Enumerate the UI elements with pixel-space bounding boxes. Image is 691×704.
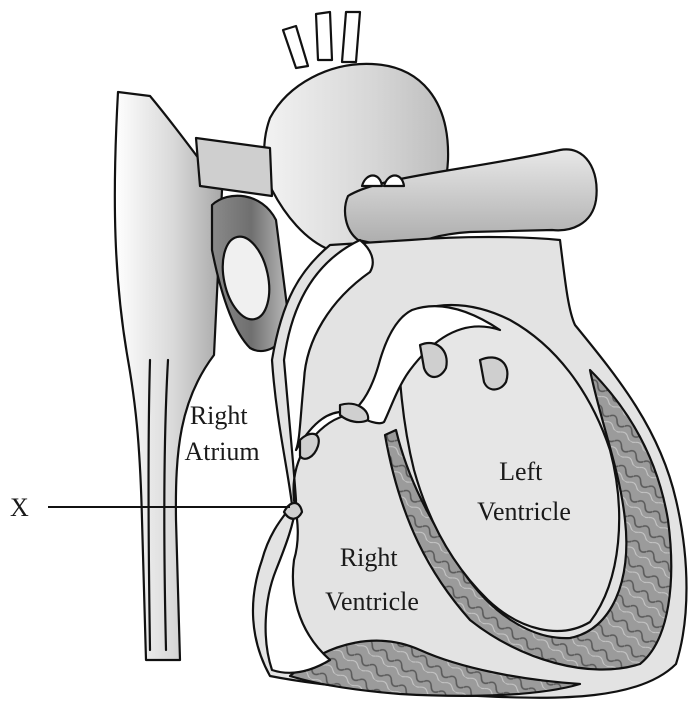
aortic-branches	[283, 12, 360, 68]
pointer-label: X	[10, 493, 29, 522]
right-atrium-label: Right Atrium	[184, 401, 259, 466]
valve-cusp	[284, 503, 302, 519]
